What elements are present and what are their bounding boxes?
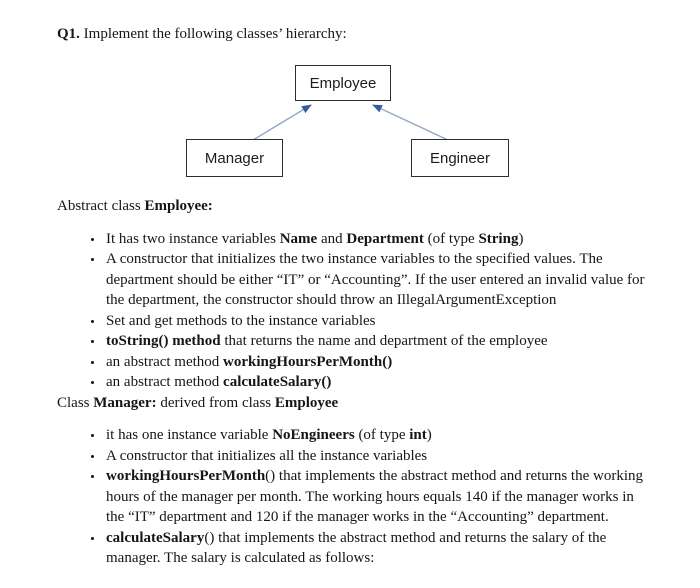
class-box-engineer-label: Engineer [429,149,491,167]
class-box-engineer: Engineer [411,139,509,177]
manager-bullet-instance-variable: it has one instance variable NoEngineers… [104,425,645,446]
employee-bullet-workinghours: an abstract method workingHoursPerMonth(… [104,352,645,373]
manager-section-heading: Class Manager: derived from class Employ… [57,394,339,411]
class-hierarchy-diagram: Employee Manager Engineer [0,62,588,192]
employee-bullet-instance-variables: It has two instance variables Name and D… [104,229,645,250]
inheritance-arrow-manager-to-employee [252,104,312,141]
inheritance-arrow-engineer-to-employee [372,104,449,141]
employee-bullet-calculatesalary: an abstract method calculateSalary() [104,372,645,393]
employee-spec-list: It has two instance variables Name and D… [57,229,645,393]
class-box-employee-label: Employee [309,74,377,92]
class-box-manager-label: Manager [204,149,265,167]
manager-bullet-constructor: A constructor that initializes all the i… [104,446,645,467]
manager-bullet-calculatesalary: calculateSalary() that implements the ab… [104,528,645,569]
manager-spec-list: it has one instance variable NoEngineers… [57,425,645,569]
class-box-manager: Manager [186,139,283,177]
class-box-employee: Employee [295,65,391,101]
employee-bullet-set-get: Set and get methods to the instance vari… [104,311,645,332]
inheritance-arrows [252,104,449,141]
question-title: Q1. Implement the following classes’ hie… [57,26,347,42]
employee-section-heading: Abstract class Employee: [57,198,213,214]
manager-bullet-workinghours: workingHoursPerMonth() that implements t… [104,466,645,528]
employee-bullet-tostring: toString() method that returns the name … [104,331,645,352]
employee-bullet-constructor: A constructor that initializes the two i… [104,249,645,311]
